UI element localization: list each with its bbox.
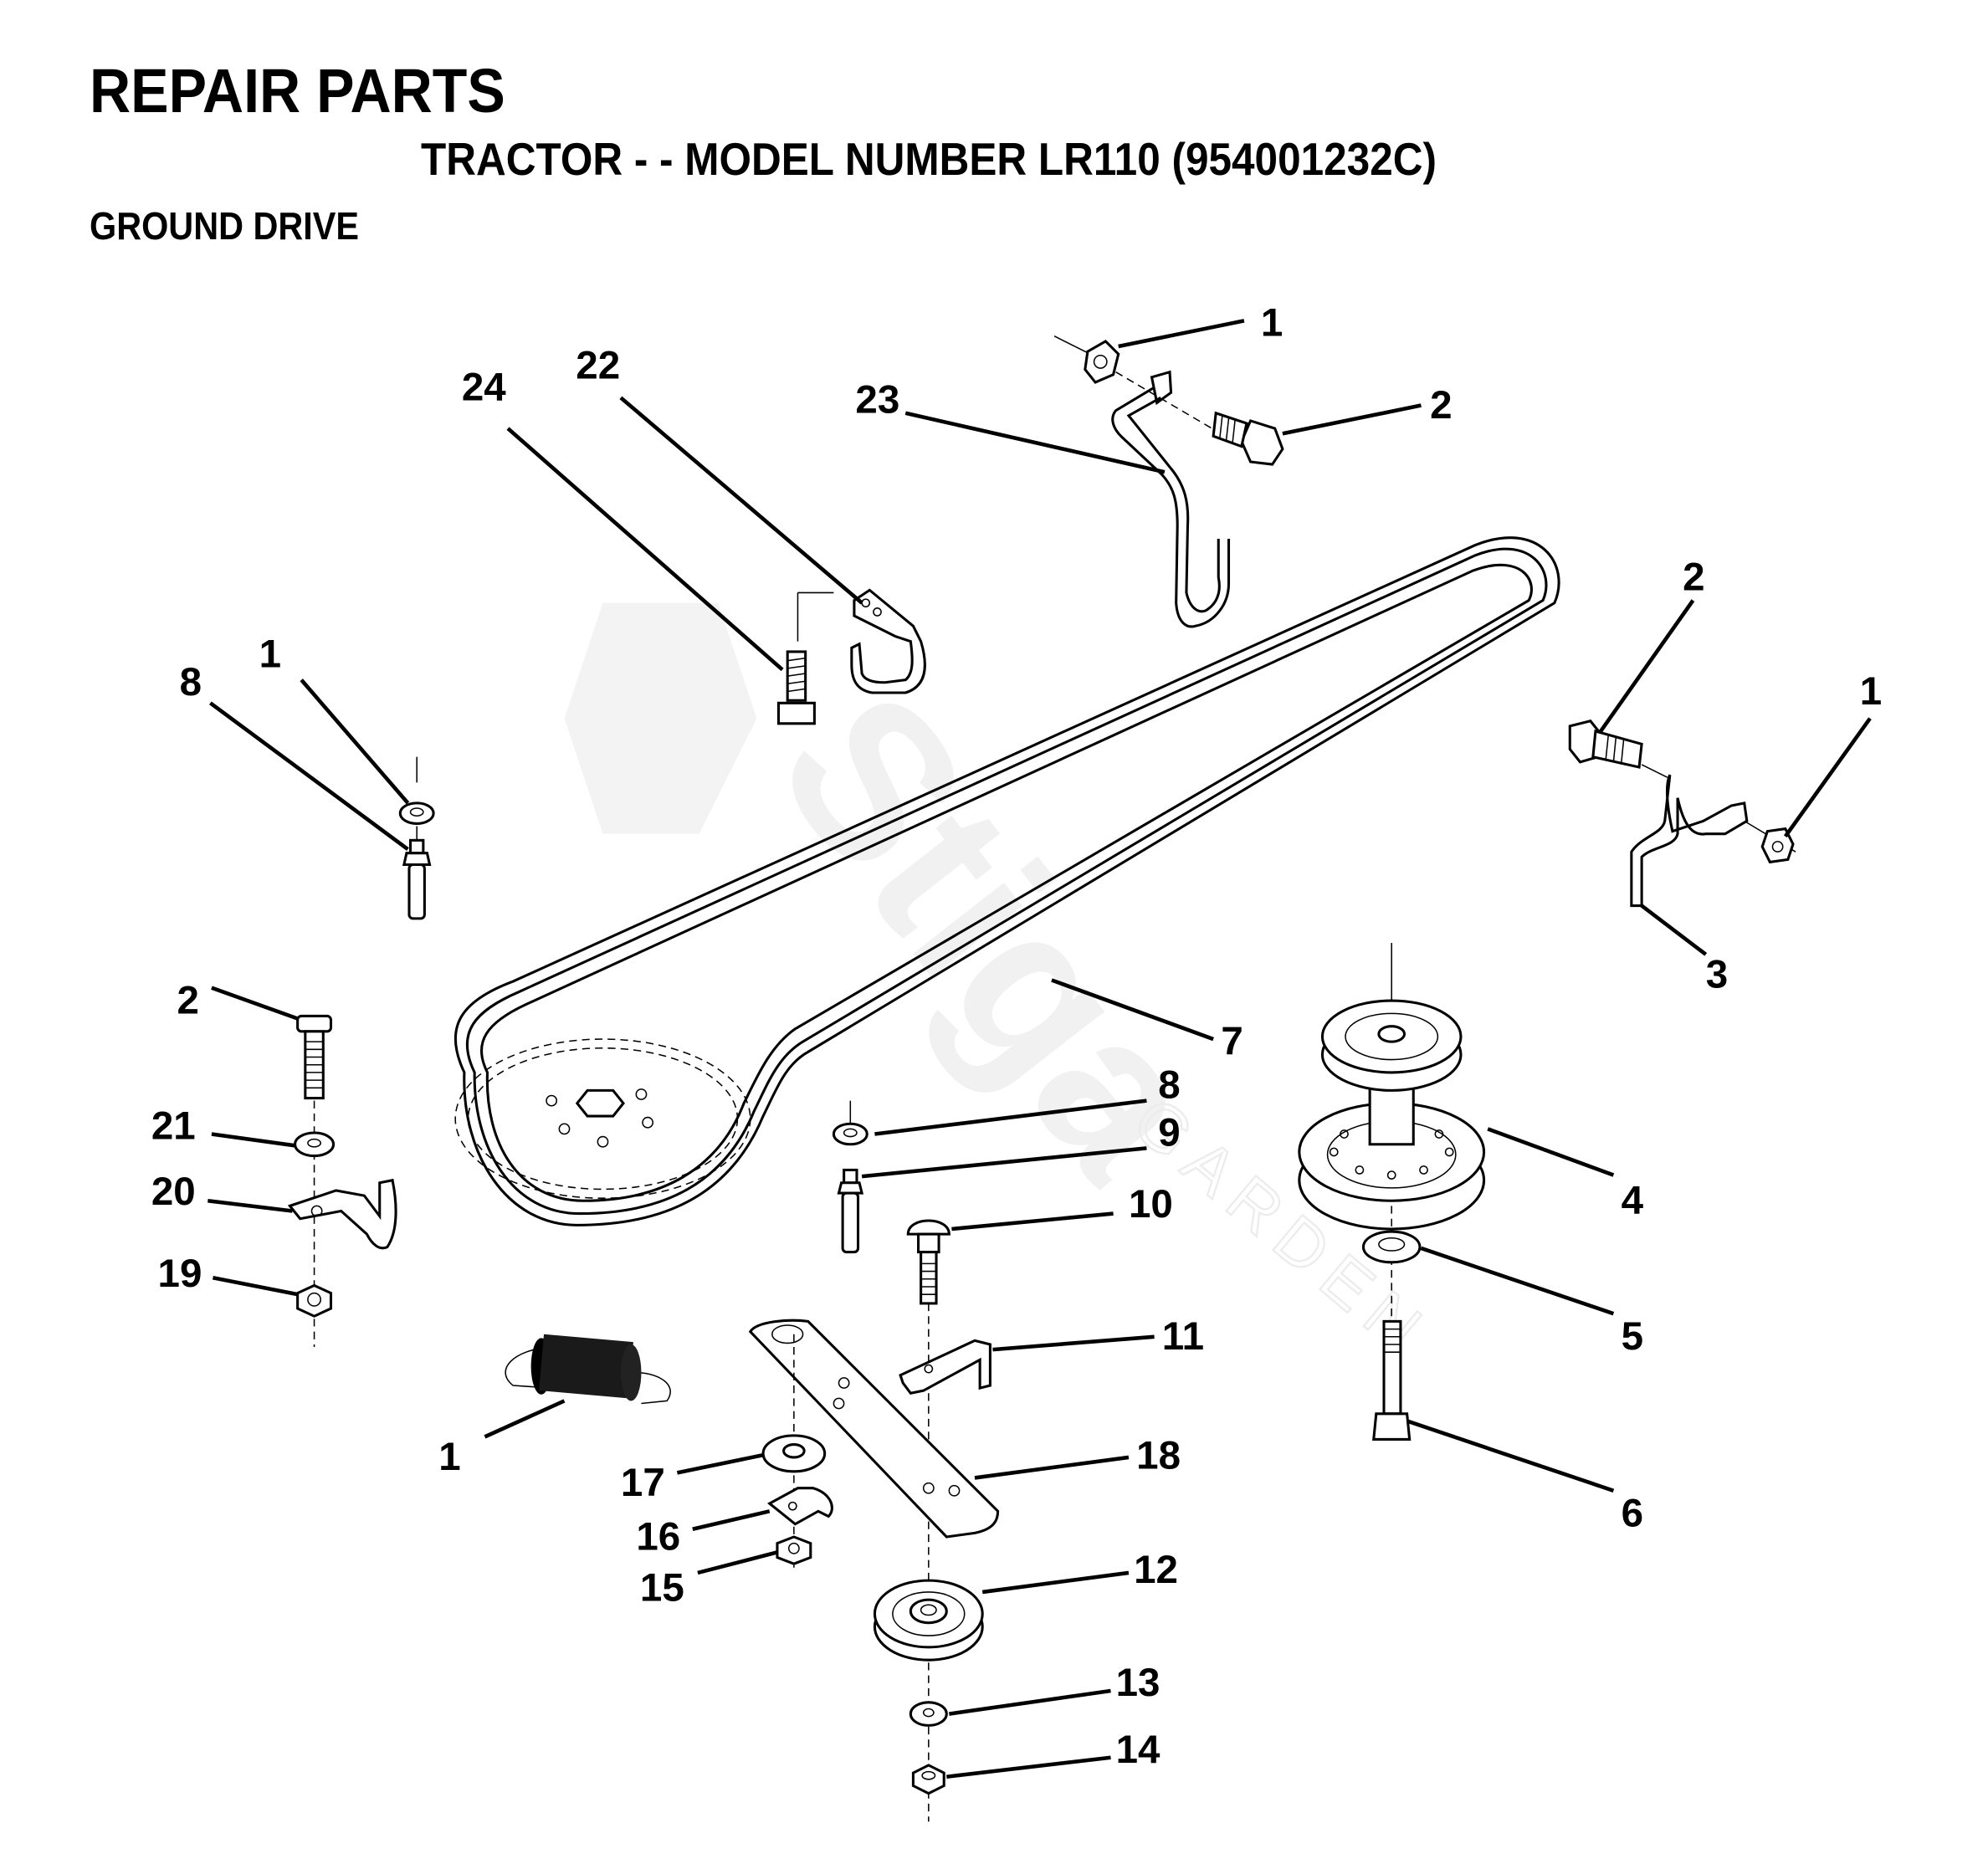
- mid-nut-bolt-assembly: [832, 1100, 868, 1254]
- callout-top-bolt-2: 2: [1430, 383, 1452, 428]
- callout-left-shoulder-bolt-8: 8: [180, 660, 202, 704]
- nut-19-icon: [296, 1283, 333, 1318]
- screw-24-icon: [776, 650, 816, 725]
- callout-left-nut-1: 1: [259, 632, 281, 676]
- right-belt-guide-assembly: [1568, 719, 1796, 908]
- mid-nut-icon: [832, 1122, 868, 1146]
- page-title: REPAIR PARTS: [90, 56, 505, 125]
- left-shoulder-bolt-icon: [408, 838, 425, 855]
- right-bolt-icon: [1568, 719, 1643, 769]
- callout-spacer-17: 17: [621, 1461, 665, 1505]
- drive-pulley-hub-icon: [575, 1088, 625, 1118]
- callout-left-bolt-2: 2: [177, 978, 199, 1022]
- belt-guide-23-icon: [1150, 370, 1173, 406]
- callout-mid-nut-1: 8: [1158, 1063, 1180, 1108]
- callout-nut-15: 15: [640, 1566, 684, 1611]
- stepped-pulley-stack: [1298, 943, 1486, 1441]
- left-bracket-assembly: [287, 1014, 397, 1348]
- callout-right-nut-1: 1: [1860, 669, 1882, 714]
- v-belt: [453, 536, 1560, 1226]
- top-belt-guide-assembly: [1053, 335, 1284, 628]
- nut-15-icon: [776, 1535, 812, 1565]
- guide-10-icon: [899, 1339, 991, 1395]
- callout-bolt-6: 6: [1622, 1492, 1643, 1536]
- washer-13-icon: [909, 1701, 948, 1727]
- callout-idler-pulley-12: 12: [1134, 1548, 1178, 1592]
- spring-18-icon: [505, 1334, 671, 1405]
- callout-clip-16: 16: [636, 1514, 680, 1559]
- lockwasher-5-icon: [1361, 1230, 1422, 1264]
- section-title: GROUND DRIVE: [90, 204, 360, 248]
- model-subtitle: TRACTOR - - MODEL NUMBER LR110 (95400123…: [421, 133, 1437, 185]
- callout-guide-10: 11: [1162, 1314, 1204, 1359]
- mid-shoulder-bolt-icon: [843, 1168, 858, 1185]
- bolt-6-icon: [1382, 1319, 1402, 1416]
- callout-nut-19: 19: [158, 1252, 202, 1296]
- callout-idler-arm-11: 18: [1136, 1434, 1181, 1478]
- left-nut-bolt-assembly: [398, 756, 435, 920]
- callout-washer-21: 21: [151, 1104, 196, 1149]
- belt-guide-22-icon: [850, 588, 926, 694]
- callout-belt-guide-3: 3: [1706, 953, 1728, 997]
- callout-pulley-4: 4: [1622, 1179, 1644, 1223]
- callout-screw-24: 24: [462, 365, 506, 409]
- top-nut-icon: [1084, 339, 1120, 384]
- idler-pulley-stack: [873, 1579, 984, 1795]
- callout-labels: 1 2 23 24 22 2 1 3 1 8 7 4 5 6 2 21 20 1…: [151, 301, 1882, 1772]
- callout-mid-shoulder-bolt-8: 9: [1158, 1110, 1180, 1155]
- right-nut-icon: [1760, 827, 1795, 864]
- spacer-clip-nut-stack: [761, 1334, 833, 1568]
- callout-spring-18: 1: [438, 1435, 460, 1479]
- belt-guide-22-assembly: [776, 588, 926, 725]
- callout-belt-guide-23: 23: [855, 378, 899, 422]
- left-nut-icon: [398, 801, 435, 825]
- callout-belt-7: 7: [1221, 1019, 1242, 1063]
- left-bolt-icon: [296, 1014, 333, 1033]
- callout-right-bolt-2: 2: [1683, 555, 1704, 599]
- washer-21-icon: [294, 1131, 336, 1158]
- leader-lines: [208, 319, 1872, 1780]
- watermark-logo-icon: [564, 602, 757, 834]
- clip-16-icon: [766, 1487, 833, 1526]
- callout-washer-13: 13: [1116, 1661, 1161, 1705]
- callout-bracket-20: 20: [151, 1170, 196, 1214]
- top-bolt-icon: [1212, 411, 1284, 466]
- callout-lockwasher-5: 5: [1622, 1314, 1643, 1359]
- bracket-20-icon: [287, 1178, 397, 1250]
- idler-arm-11-icon: [748, 1319, 1000, 1539]
- callout-carriage-bolt-9: 10: [1129, 1182, 1173, 1226]
- callout-belt-guide-22: 22: [576, 343, 620, 387]
- callout-top-nut-1: 1: [1261, 301, 1283, 346]
- watermark: Stiga GARDEN: [564, 602, 1446, 1374]
- carriage-bolt-9-icon: [906, 1219, 950, 1822]
- callout-nut-14: 14: [1116, 1728, 1161, 1772]
